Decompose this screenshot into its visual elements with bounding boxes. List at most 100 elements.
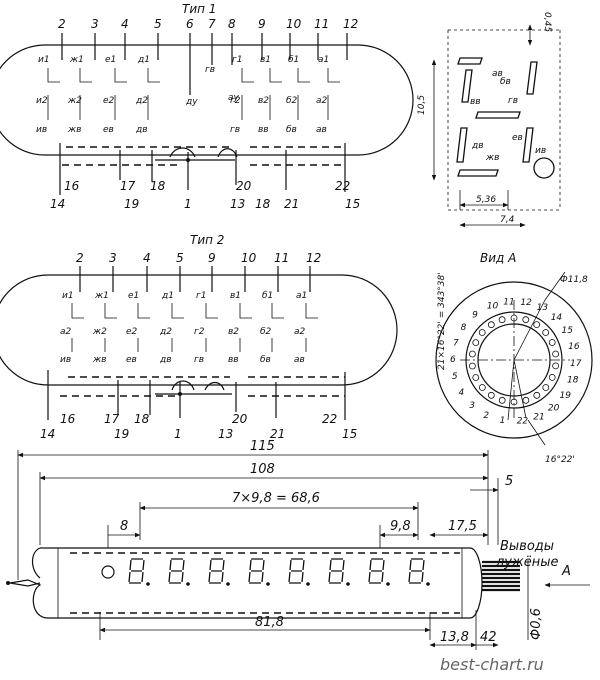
ring-number: 22	[517, 417, 529, 427]
pin-hole	[542, 384, 550, 391]
type2-segment-wire	[137, 303, 150, 352]
type2-pin-label: 4	[143, 251, 151, 265]
ring-number: 10	[487, 302, 499, 312]
tube-digit-dot	[426, 582, 430, 586]
ring-number: 19	[560, 391, 572, 401]
type2-row2-label: а2	[60, 327, 72, 337]
type2-segment-wire	[205, 303, 218, 352]
tube-digit-dot	[306, 582, 310, 586]
type1-bottom-pin: 17	[120, 179, 136, 193]
pin-hole	[533, 391, 541, 399]
segment-label: бв	[500, 77, 511, 87]
pin-hole	[468, 350, 476, 358]
type2-bottom-pin: 13	[218, 427, 233, 441]
type2-pin-label: 9	[208, 251, 216, 265]
type1-segment-wire	[114, 68, 127, 120]
ring-number: 14	[551, 313, 563, 323]
segment-label: ив	[535, 146, 546, 156]
type2-bottom-pin: 1	[174, 427, 182, 441]
dim-42: 42	[480, 630, 497, 645]
dim-108: 108	[250, 462, 275, 477]
type1-segment-wire	[297, 68, 310, 120]
ring-number: 8	[461, 323, 467, 333]
type2-row2-label: а2	[294, 327, 306, 337]
tube-digit	[328, 558, 345, 584]
type1-row2-label: г2	[230, 96, 241, 106]
dim-7x98: 7×9,8 = 68,6	[232, 491, 320, 506]
type2-pin-label: 5	[176, 251, 184, 265]
type1-title: Тип 1	[182, 2, 216, 16]
type2-row3-label: жв	[92, 355, 106, 365]
type1-row2-label: ж2	[67, 96, 82, 106]
type1-bottom-pin: 18	[255, 197, 271, 211]
tube-dimensions: 115 108 5 7×9,8 = 68,6 8 9,8 17,5 81,8 1…	[17, 439, 544, 650]
type2-segment-wire	[305, 303, 318, 352]
type1-row2-label: в2	[258, 96, 269, 106]
type1-pin-label: 4	[121, 17, 129, 31]
segment-dimensions: 0,45 10,5 5,36 7,4	[417, 12, 552, 228]
dot-label-du: ду	[185, 97, 198, 107]
type2-bottom-pin: 20	[232, 412, 248, 426]
pin-hole	[478, 384, 486, 391]
type2-title: Тип 2	[190, 233, 224, 247]
type2-segment-wire	[271, 303, 284, 352]
view-a-pin-holes	[468, 314, 559, 406]
tube-digit-dot	[146, 582, 150, 586]
type2-pin-label: 12	[306, 251, 321, 265]
ring-number: 6	[450, 355, 456, 365]
type1-pin-label: 10	[286, 17, 302, 31]
type2-bottom-pin: 19	[114, 427, 129, 441]
segment-label: ав	[492, 69, 503, 79]
tube-digit	[368, 558, 385, 584]
view-a-angle-step: 16°22'	[545, 455, 575, 465]
tube-digit	[128, 558, 145, 584]
type2-bottom-pin: 14	[40, 427, 55, 441]
pin-hole	[472, 339, 480, 347]
dim-175: 17,5	[448, 519, 477, 534]
type1-wiring	[59, 143, 346, 195]
view-a-diameter: Ф11,8	[560, 275, 588, 285]
type2-row2-label: ж2	[92, 327, 107, 337]
ring-number: 16	[568, 342, 580, 352]
type1-row1-label: ж1	[69, 55, 84, 65]
type1-bottom-pin: 15	[345, 197, 360, 211]
pin-hole	[487, 321, 495, 329]
tube-digit-dot	[266, 582, 270, 586]
segment-label: гв	[508, 96, 518, 106]
tube-digit	[168, 558, 185, 584]
pin-hole	[552, 362, 559, 370]
tube-digit-dot	[346, 582, 350, 586]
type2-row1-label: г1	[196, 291, 206, 301]
type2-bottom-pin: 18	[134, 412, 150, 426]
pin-hole	[533, 321, 541, 329]
type1-envelope	[0, 44, 414, 156]
pin-hole	[487, 391, 495, 399]
type1-pin-label: 8	[228, 17, 236, 31]
type1-row1-label: д1	[137, 55, 150, 65]
type1-segment-wire	[147, 68, 160, 120]
pin-hole	[548, 339, 556, 346]
type2-bottom-pin: 16	[60, 412, 76, 426]
tube-digit	[408, 558, 425, 584]
type2-row2-label: д2	[159, 327, 172, 337]
pin-hole	[552, 350, 559, 358]
type1-pin-label: 9	[258, 17, 266, 31]
leads-label-2: лужёные	[495, 555, 558, 570]
type1-bottom-pin: 13	[230, 197, 245, 211]
ring-number: 4	[459, 388, 465, 398]
type1-segment-wire	[47, 68, 60, 120]
dim-98: 9,8	[390, 519, 411, 534]
dim-5: 5	[505, 474, 513, 489]
type2-row2-label: г2	[194, 327, 205, 337]
type2-pin-label: 3	[109, 251, 117, 265]
ring-number: 1	[500, 416, 506, 426]
type2-pin-label: 10	[241, 251, 257, 265]
